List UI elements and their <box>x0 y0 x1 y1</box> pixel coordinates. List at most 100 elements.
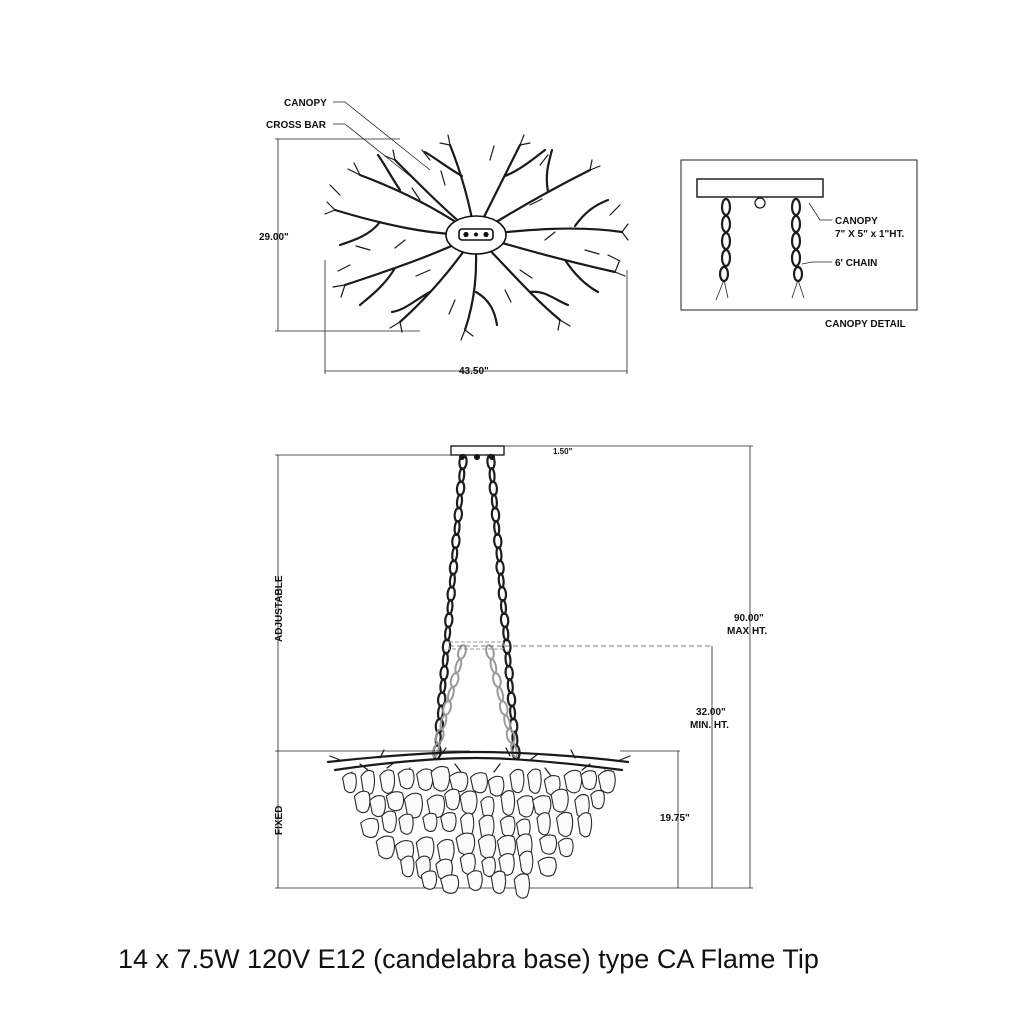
body-height-dim: 19.75" <box>660 813 690 824</box>
chain-link <box>449 672 460 688</box>
glass-piece <box>527 768 542 794</box>
glass-piece <box>563 769 583 794</box>
glass-piece <box>459 790 478 815</box>
chain-link <box>441 651 449 668</box>
chain-link <box>439 678 447 695</box>
fixed-label: FIXED <box>274 806 285 835</box>
chain-link <box>442 700 453 716</box>
glass-piece <box>477 834 497 859</box>
chain-link <box>497 572 505 589</box>
min-height-value: 32.00" <box>696 707 726 718</box>
glass-piece <box>480 796 495 818</box>
chain-link <box>506 691 517 708</box>
glass-piece <box>597 769 616 794</box>
glass-piece <box>481 856 496 878</box>
chain-link <box>485 644 495 660</box>
detail-chain-label: 6' CHAIN <box>835 258 877 269</box>
canopy-bolt-right <box>483 231 489 238</box>
max-height-value: 90.00" <box>734 613 764 624</box>
chain-link <box>446 598 454 616</box>
glass-piece <box>416 768 434 791</box>
glass-piece <box>557 837 574 858</box>
detail-canopy-label: CANOPY <box>835 216 878 227</box>
chain-link <box>439 664 449 681</box>
chain-link <box>453 519 461 536</box>
chain-link <box>488 467 496 484</box>
crossbar-leader-line <box>333 123 416 181</box>
glass-piece <box>490 870 507 894</box>
chain-link <box>444 612 454 629</box>
chain-link <box>499 612 510 629</box>
glass-piece <box>518 850 534 875</box>
min-height-label: MIN. HT. <box>690 720 729 731</box>
detail-caption: CANOPY DETAIL <box>825 319 906 330</box>
glass-piece <box>444 788 461 811</box>
chain-link <box>444 625 452 642</box>
detail-chain-right <box>790 197 805 299</box>
chain-link <box>506 678 514 695</box>
glass-piece <box>420 870 438 890</box>
glass-piece <box>550 788 569 813</box>
glass-piece <box>498 853 515 876</box>
detail-center-nut <box>754 197 766 209</box>
chain-link <box>451 533 461 550</box>
chain-link <box>492 672 502 688</box>
chain-link <box>458 467 466 484</box>
glass-piece <box>513 873 530 899</box>
glass-piece <box>499 815 516 838</box>
glass-piece <box>509 768 525 794</box>
glass-piece <box>590 789 605 810</box>
chain-link <box>451 546 459 563</box>
glass-piece <box>379 769 396 794</box>
glass-piece <box>466 870 483 891</box>
chain-link <box>509 704 517 721</box>
top-view: CANOPY CROSS BAR 29.00" 43.50" <box>259 98 629 377</box>
chain-link <box>457 644 467 660</box>
chain-link <box>446 585 456 602</box>
glass-piece <box>375 835 396 860</box>
adjustable-label: ADJUSTABLE <box>274 575 285 642</box>
glass-piece <box>448 771 469 793</box>
chain-link <box>453 506 464 523</box>
lamp-spec-note: 14 x 7.5W 120V E12 (candelabra base) typ… <box>118 944 819 974</box>
detail-frame <box>680 159 918 311</box>
detail-chain-left <box>715 197 732 301</box>
chain-link <box>493 519 501 536</box>
chain-link <box>504 664 514 681</box>
glass-piece <box>536 812 551 836</box>
chain-link <box>498 700 509 716</box>
glass-piece <box>500 790 516 816</box>
chain-link <box>490 493 498 510</box>
chain-link <box>502 625 510 642</box>
side-glass-cluster <box>342 765 616 899</box>
glass-piece <box>353 790 371 814</box>
canopy-detail: CANOPY 7" X 5" x 1"HT. 6' CHAIN CANOPY D… <box>680 159 918 330</box>
glass-piece <box>342 772 357 794</box>
chain-link <box>504 651 512 668</box>
glass-piece <box>422 812 438 832</box>
side-chain-left <box>432 453 468 761</box>
glass-piece <box>455 832 476 856</box>
chain-link <box>495 546 503 563</box>
glass-piece <box>459 852 476 875</box>
chain-link <box>455 493 464 510</box>
chain-link <box>489 658 498 674</box>
glass-piece <box>538 834 558 855</box>
canopy-leader-line <box>333 101 431 171</box>
side-chain-ghost-right <box>485 644 518 758</box>
glass-piece <box>440 812 457 832</box>
glass-piece <box>360 817 380 839</box>
glass-piece <box>487 775 505 797</box>
chain-link <box>497 585 508 602</box>
max-height-label: MAX HT. <box>727 626 767 637</box>
chain-link <box>510 742 518 758</box>
glass-piece <box>400 855 415 878</box>
glass-piece <box>469 772 488 794</box>
detail-canopy-size: 7" X 5" x 1"HT. <box>835 229 904 240</box>
chain-link <box>496 686 505 702</box>
chain-link <box>446 686 455 702</box>
top-crossbar-label: CROSS BAR <box>266 120 327 131</box>
side-chain-ghost-left <box>432 644 467 758</box>
chain-link <box>448 572 456 589</box>
